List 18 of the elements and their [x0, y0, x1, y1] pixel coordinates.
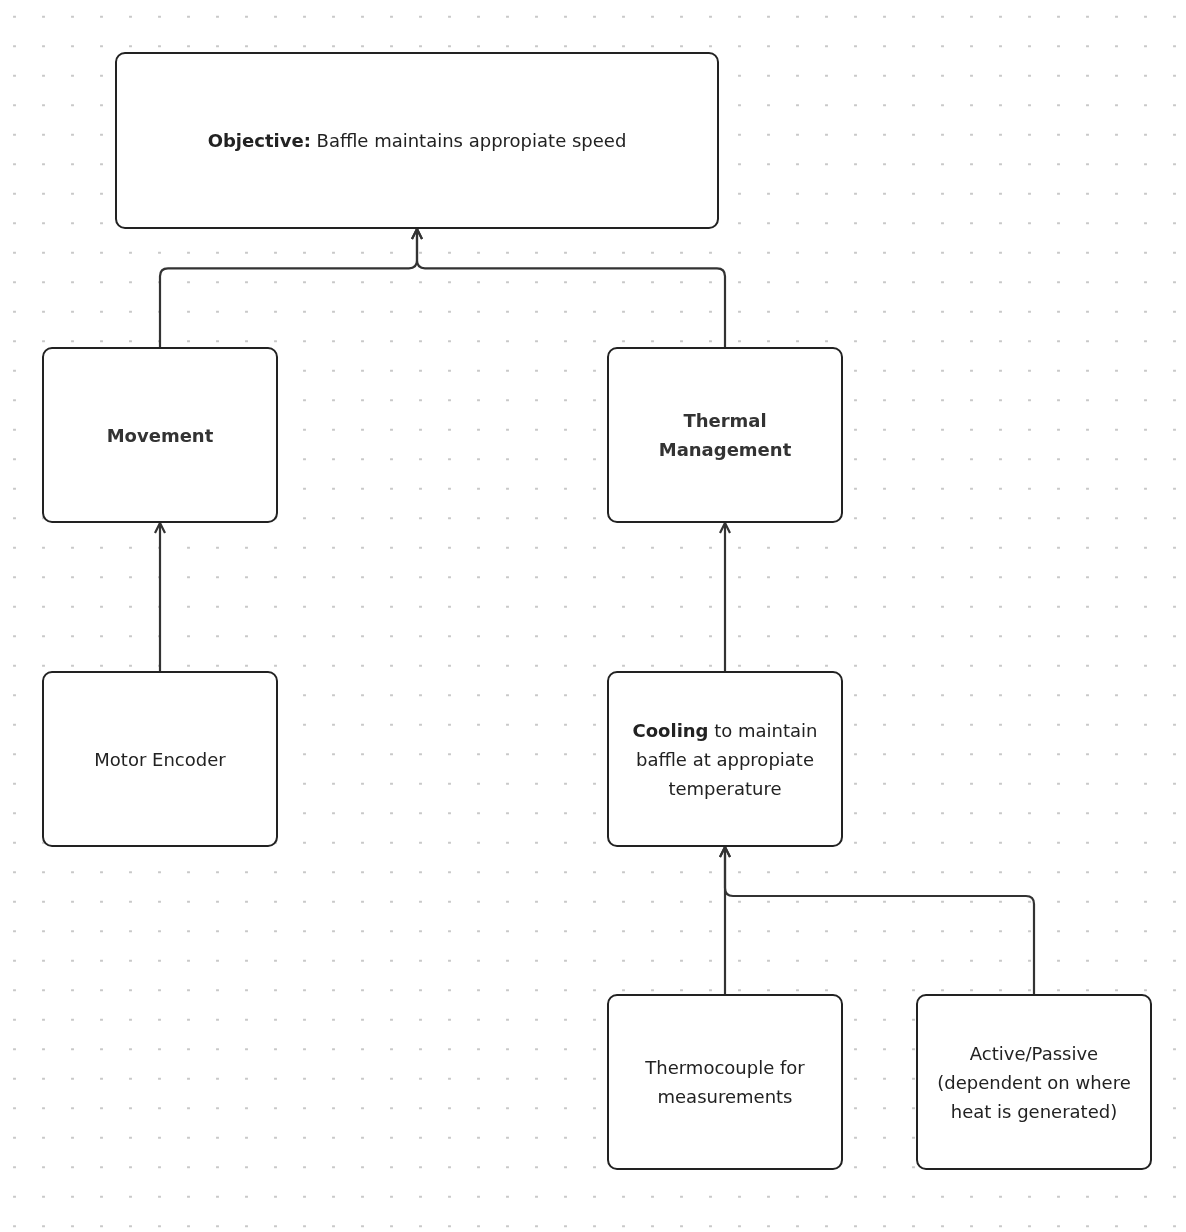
process-box	[916, 994, 1152, 1170]
arrow	[718, 521, 732, 671]
process-box	[42, 671, 278, 847]
box-label: Movement	[106, 423, 214, 448]
box-label: Objective: Baffle maintains appropiate speed	[207, 129, 627, 153]
arrow	[153, 521, 167, 671]
box-label: Cooling to maintain baffle at appropiate temperature	[631, 718, 819, 801]
process-box	[42, 347, 278, 523]
box-label: Thermal Management	[657, 409, 793, 462]
process-box	[607, 994, 843, 1170]
process-box	[607, 671, 843, 847]
box-label: Active/Passive (dependent on where heat is generated)	[936, 1041, 1132, 1124]
box-label: Motor Encoder	[94, 747, 226, 772]
arrow	[718, 845, 1036, 994]
box-label: Thermocouple for measurements	[644, 1056, 806, 1109]
process-box	[115, 52, 719, 229]
arrow	[410, 227, 727, 347]
process-box	[607, 347, 843, 523]
